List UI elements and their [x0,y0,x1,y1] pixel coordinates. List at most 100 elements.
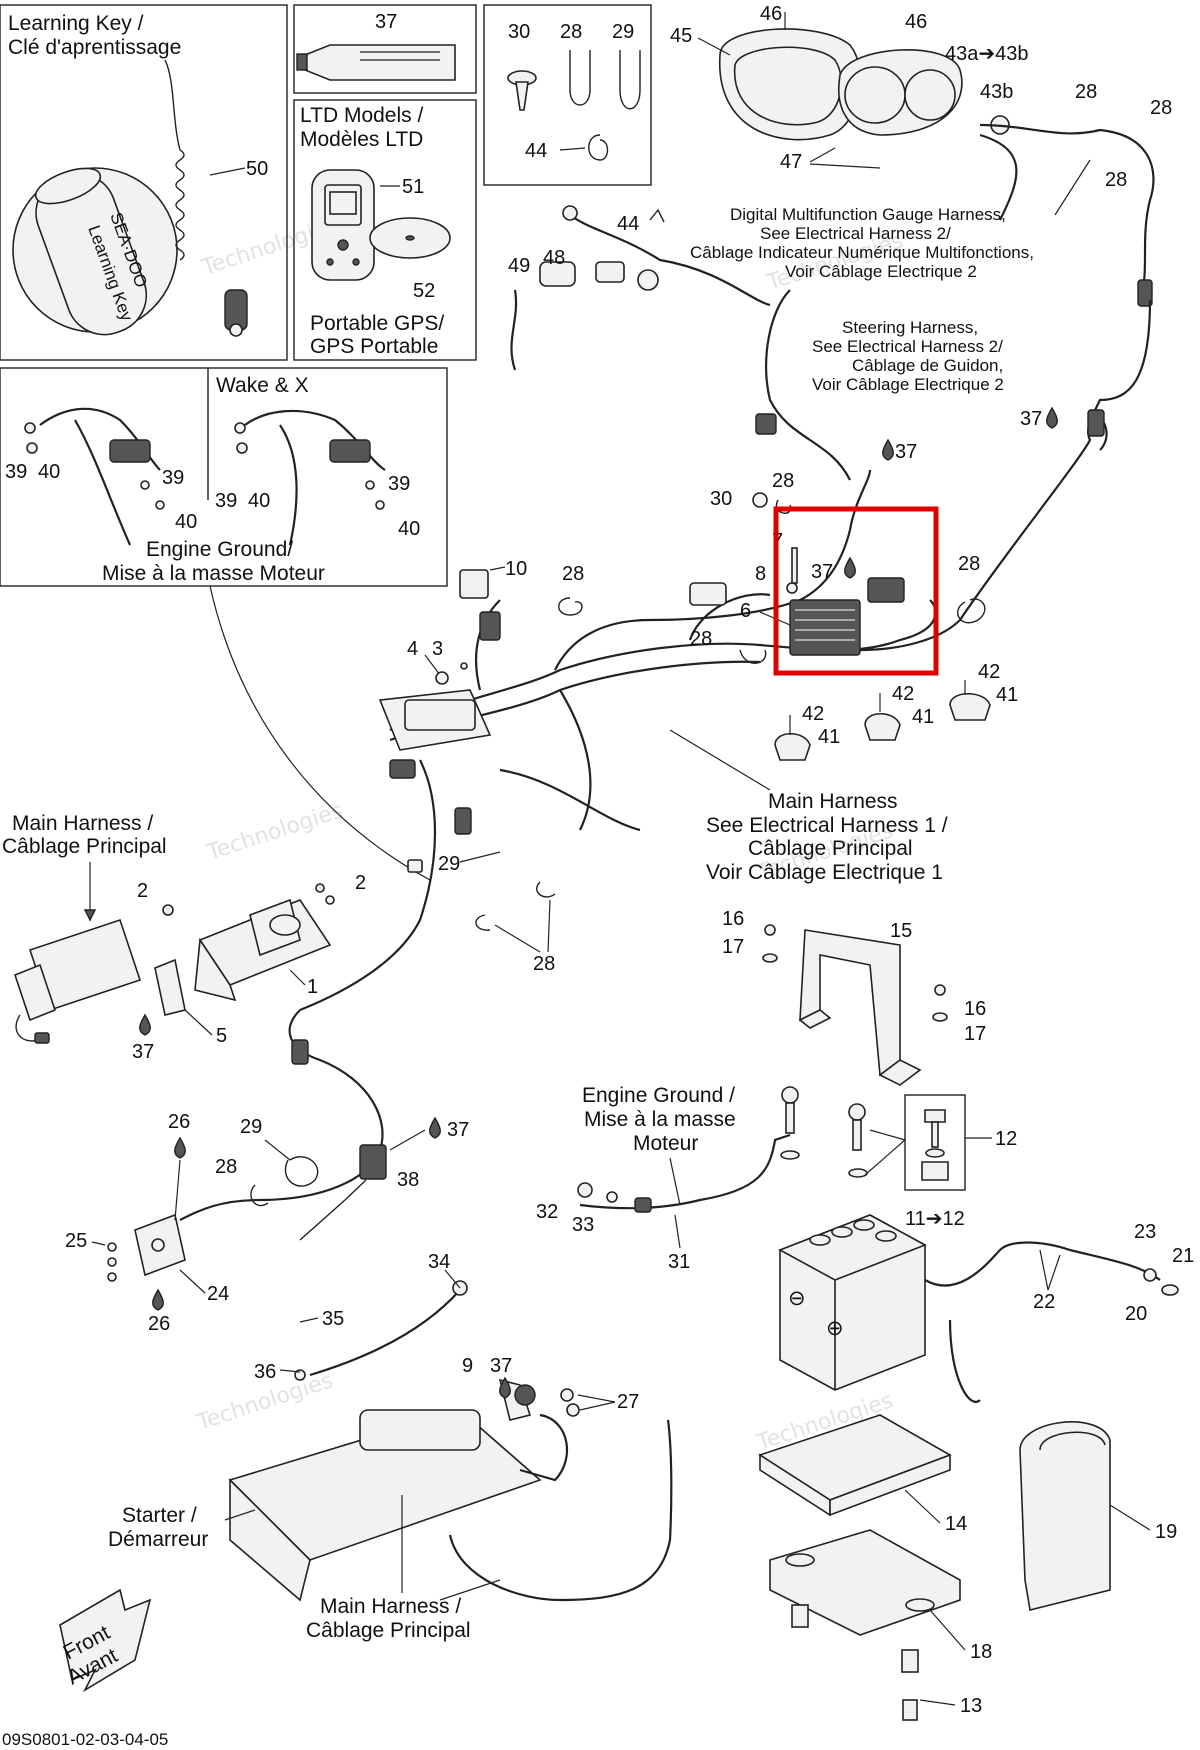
callout-1: 1 [307,976,318,998]
clips-box: 30 28 29 44 [483,4,652,186]
callout-4: 4 [407,638,418,660]
gauge-note-line4: Voir Câblage Electrique 2 [785,262,977,281]
watermark-text: Technologies [203,798,346,866]
front-arrow: Front Avant [59,1588,152,1693]
main-note-b-line2: Câblage Principal [306,1619,471,1642]
callout-16a: 16 [722,908,744,930]
fuse-box-left [14,918,142,1044]
callout-19: 19 [1155,1521,1177,1543]
sealant-tube-icon [296,44,456,81]
callout-32: 32 [536,1201,558,1223]
gps-unit-icon [311,169,375,281]
steering-note-line4: Voir Câblage Electrique 2 [812,375,1004,394]
drawing-code: 09S0801-02-03-04-05 [2,1730,168,1749]
relay-5 [154,958,186,1016]
callout-23: 23 [1134,1221,1156,1243]
callout-42a: 42 [802,703,824,725]
callout-10: 10 [505,558,527,580]
callout-46b: 46 [905,11,927,33]
callout-42c: 42 [978,661,1000,683]
callout-33: 33 [572,1214,594,1236]
callout-51: 51 [402,176,424,198]
callout-39b: 39 [162,467,184,489]
steering-harness-note: Steering Harness, See Electrical Harness… [812,318,1004,394]
callout-40b: 40 [175,511,197,533]
connector-38 [299,1144,387,1241]
clamps-41-42 [774,680,991,761]
main-harness-note-center: Main Harness See Electrical Harness 1 / … [669,729,948,884]
battery: ⊖ ⊕ [778,1214,927,1391]
callout-30b: 30 [710,488,732,510]
callout-6: 6 [740,600,751,622]
callout-2a: 2 [137,880,148,902]
callout-31: 31 [668,1251,690,1273]
callout-41c: 41 [996,684,1018,706]
callout-40d: 40 [398,518,420,540]
callout-26b: 26 [148,1313,170,1335]
main-harness-note-left: Main Harness / Câblage Principal [2,812,167,922]
main-note-b-line1: Main Harness / [320,1595,461,1618]
starter-line2: Démarreur [108,1528,208,1551]
tie-strap-icon [569,50,641,110]
steering-note-line1: Steering Harness, [842,318,978,337]
callout-26a: 26 [168,1111,190,1133]
callout-37-mid: 37 [447,1119,469,1141]
callout-11-12: 11➔12 [905,1208,965,1230]
callout-43b: 43b [980,81,1013,103]
callout-42b: 42 [892,683,914,705]
engine-ground-bottom: Engine Ground / Mise à la masse Moteur [577,1084,791,1213]
callout-28: 28 [560,21,582,43]
battery-cover [1019,1421,1111,1611]
callout-28-reg-top: 28 [772,470,794,492]
ltd-models-box: LTD Models / Modèles LTD 51 52 Portable … [293,99,477,361]
callout-37-left: 37 [132,1041,154,1063]
callout-35: 35 [322,1308,344,1330]
callout-18: 18 [970,1641,992,1663]
sensor-24 [134,1213,186,1277]
steering-note-line2: See Electrical Harness 2/ [812,337,1003,356]
engine-ground-b-line1: Engine Ground / [582,1084,735,1107]
callout-20: 20 [1125,1303,1147,1325]
starter-label: Starter / Démarreur [108,1504,256,1551]
callout-39a: 39 [5,461,27,483]
callout-48: 48 [543,247,565,269]
callout-37: 37 [375,11,397,33]
learning-key-box: Learning Key / Clé d'aprentissage SEA·DO… [0,4,288,361]
callout-27: 27 [617,1391,639,1413]
engine-ground-b-line2: Mise à la masse [584,1108,736,1131]
callout-22: 22 [1033,1291,1055,1313]
sealant-tube-box: 37 [293,4,477,94]
fuse-box-center [378,689,492,835]
engine-ground-top-line2: Mise à la masse Moteur [102,562,325,585]
callout-47: 47 [780,151,802,173]
callout-16b: 16 [964,998,986,1020]
callout-49: 49 [508,255,530,277]
gps-mount-disc-icon [369,217,451,259]
ltd-title-en: LTD Models / [300,104,423,127]
gps-label-en: Portable GPS/ [310,312,444,335]
callout-13: 13 [960,1695,982,1717]
callout-29: 29 [612,21,634,43]
callout-50: 50 [246,158,268,180]
ground-harness-left [24,407,165,546]
main-note-c-line1: Main Harness [768,790,898,813]
callout-40a: 40 [38,461,60,483]
callout-28-gauge-right: 28 [1150,97,1172,119]
wake-x-title: Wake & X [216,374,309,397]
callout-38: 38 [397,1169,419,1191]
callout-17b: 17 [964,1023,986,1045]
gauge-harness-note: Digital Multifunction Gauge Harness, See… [690,159,1091,281]
steering-harness: 49 48 44 [508,205,851,481]
main-note-c-line2: See Electrical Harness 1 / [706,814,948,837]
hardware-kit-12 [780,1086,966,1191]
engine-ground-box: Wake & X 39 40 39 40 39 40 39 40 Engine … [0,367,448,587]
callout-37b: 37 [1020,408,1042,430]
callout-28-lower: 28 [533,953,555,975]
learning-key-illustration: SEA·DOO Learning Key [12,59,248,337]
callout-40c: 40 [248,490,270,512]
callout-29c: 29 [240,1116,262,1138]
engine-ground-top-line1: Engine Ground/ [146,538,293,561]
callout-15: 15 [890,920,912,942]
callout-30: 30 [508,21,530,43]
